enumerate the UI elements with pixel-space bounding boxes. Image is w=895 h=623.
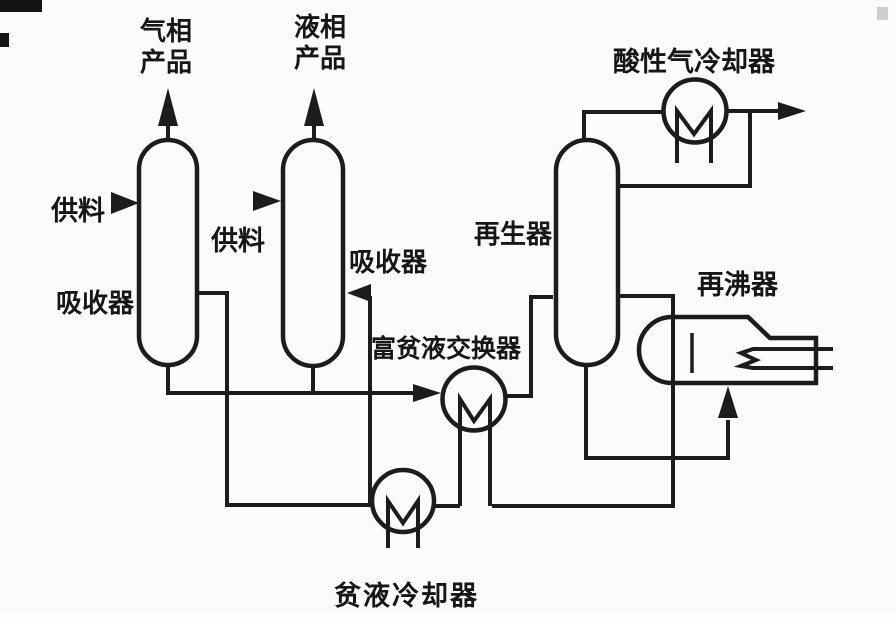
- rich-lean-exchanger-symbol: [440, 365, 508, 506]
- label-rich-lean-exchanger: 富贫液交换器: [371, 334, 522, 363]
- feed-2-arrow: [253, 191, 281, 211]
- label-gas-product-line1: 气相: [139, 17, 192, 47]
- regenerator-vessel: [553, 137, 621, 368]
- scan-mark-top-right: [877, 7, 888, 20]
- label-liquid-product: 液相 产品: [291, 13, 349, 75]
- label-regenerator: 再生器: [474, 220, 553, 250]
- label-reboiler: 再沸器: [697, 270, 778, 301]
- label-liquid-product-line2: 产品: [293, 44, 346, 74]
- rich-to-regenerator-line: [505, 295, 553, 398]
- lean-cooler-symbol: [369, 467, 437, 548]
- reboiler-feed-line: [584, 365, 738, 460]
- lean-to-absorber1-line: [199, 291, 372, 507]
- reboiler-vessel: [636, 314, 833, 386]
- label-gas-product-line2: 产品: [139, 48, 192, 78]
- label-absorber-1: 吸收器: [56, 289, 135, 319]
- reflux-line: [618, 109, 752, 188]
- reboiler-tube-bundle: [733, 347, 833, 370]
- label-absorber-2: 吸收器: [349, 248, 428, 278]
- rich-solvent-line: [166, 364, 441, 402]
- lean-to-absorber2-line: [347, 284, 372, 503]
- acid-gas-outlet-arrow: [726, 102, 806, 120]
- gas-product-arrow: [158, 88, 178, 141]
- label-lean-cooler: 贫液冷却器: [334, 581, 479, 612]
- absorber-1-vessel: [136, 137, 200, 368]
- scan-bottom-band: [0, 609, 895, 623]
- overhead-vapor-line: [582, 110, 663, 140]
- scan-mark-top-left: [0, 0, 42, 12]
- lean-solvent-line: [492, 294, 675, 508]
- liquid-product-arrow: [304, 88, 324, 141]
- scan-mark-left-edge: [0, 33, 9, 47]
- label-feed-1: 供料: [51, 196, 105, 227]
- label-liquid-product-line1: 液相: [293, 13, 346, 43]
- absorber-2-vessel: [280, 137, 346, 369]
- label-gas-product: 气相 产品: [137, 17, 195, 79]
- feed-1-arrow: [111, 192, 139, 214]
- acid-gas-cooler-symbol: [661, 77, 729, 163]
- label-feed-2: 供料: [211, 226, 265, 257]
- label-acid-gas-cooler: 酸性气冷却器: [613, 47, 775, 78]
